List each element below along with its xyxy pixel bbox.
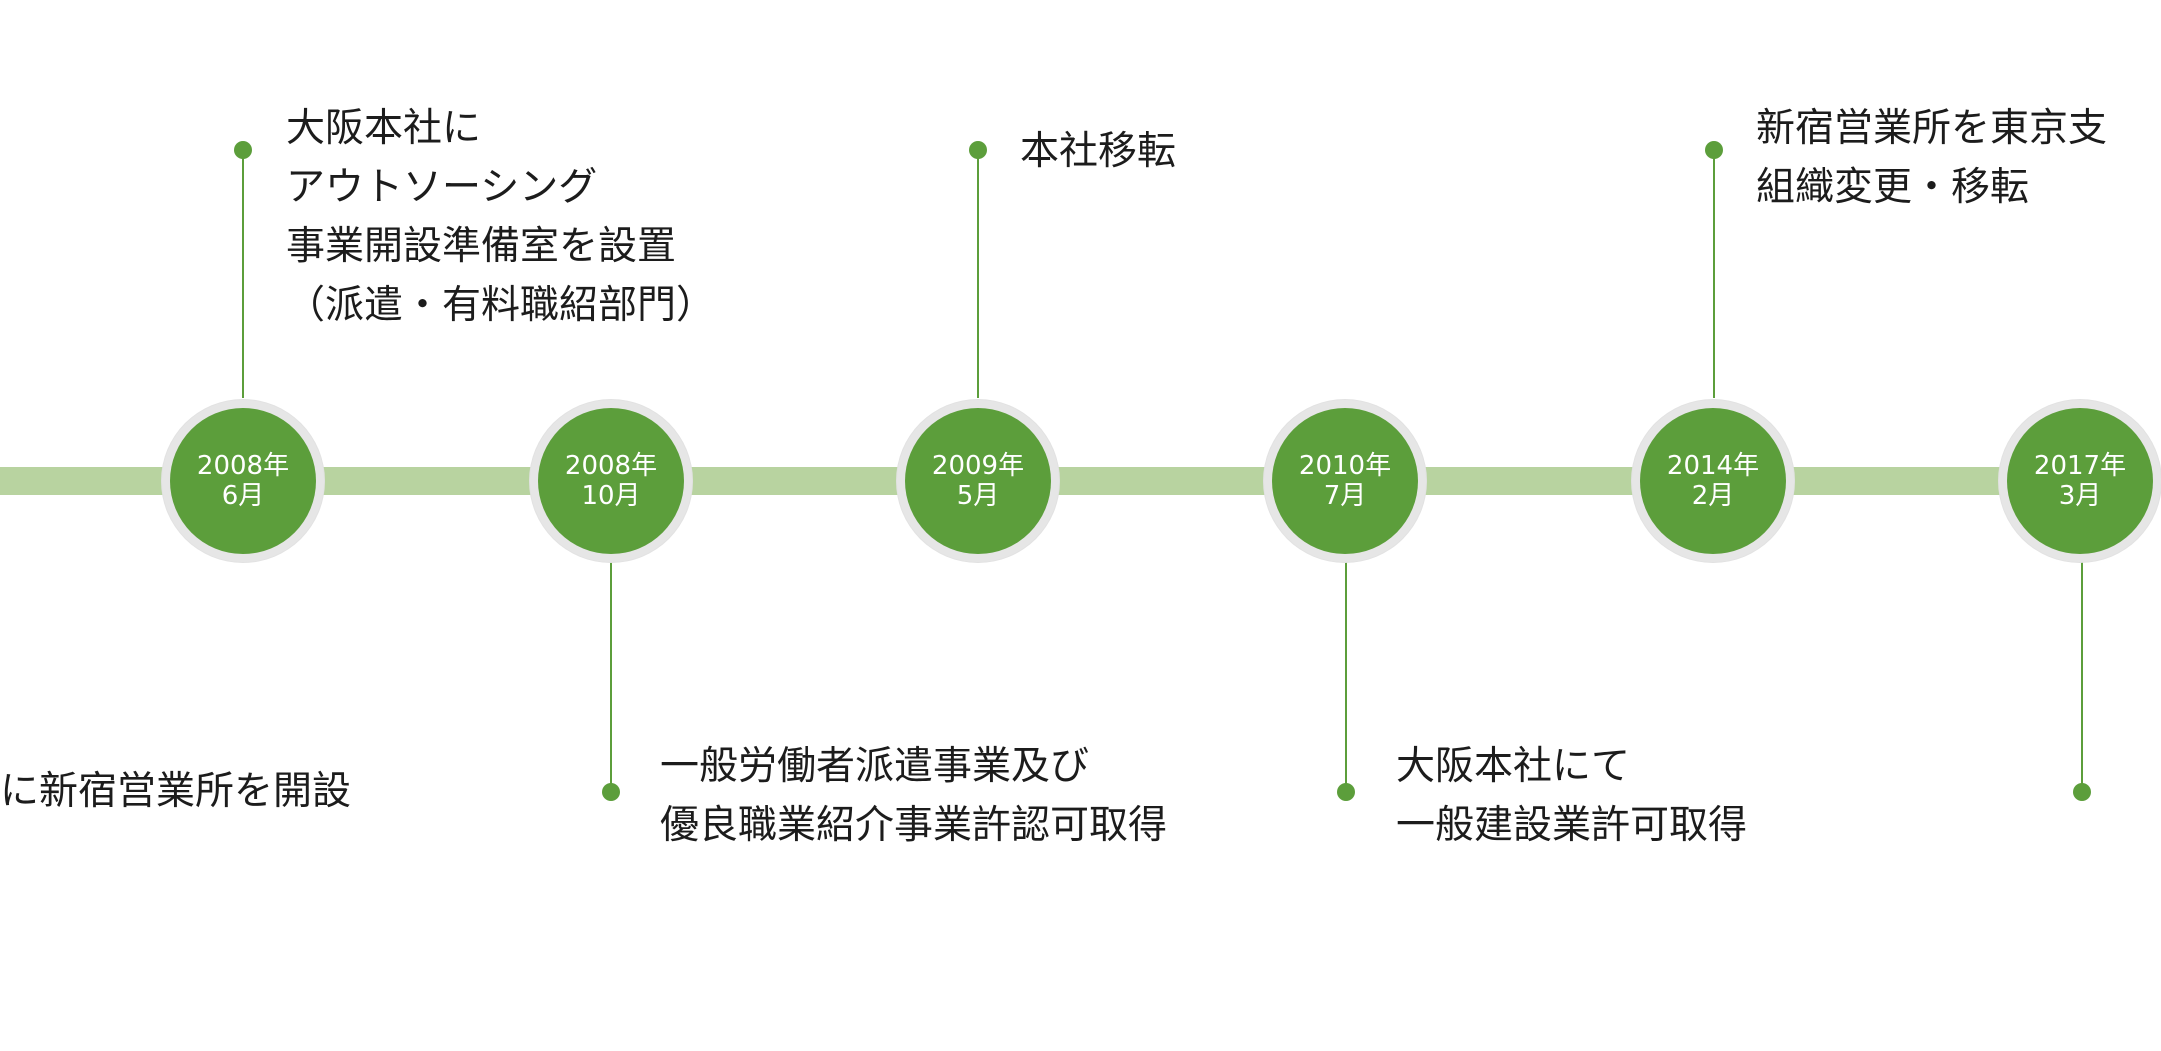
milestone-node: 2008年 6月	[162, 400, 324, 562]
milestone-event-text: 本社移転	[1020, 122, 1176, 181]
milestone-connector	[2081, 560, 2083, 792]
milestone-month: 10月	[581, 481, 641, 511]
milestone-month: 5月	[956, 481, 1000, 511]
event-line: 本社移転	[1020, 129, 1177, 174]
milestone-year: 2014年	[1666, 451, 1760, 481]
left-event-fragment: に新宿営業所を開設	[0, 762, 351, 821]
milestone-dot	[1337, 783, 1355, 801]
milestone-node: 2009年 5月	[897, 400, 1059, 562]
milestone-year: 2010年	[1298, 451, 1392, 481]
milestone-month: 3月	[2058, 481, 2102, 511]
milestone-month: 2月	[1691, 481, 1735, 511]
milestone-dot	[602, 783, 620, 801]
event-line: 優良職業紹介事業許認可取得	[660, 803, 1168, 848]
milestone-connector	[610, 560, 612, 792]
event-line: 大阪本社に	[286, 106, 482, 151]
event-line: 新宿営業所を東京支	[1756, 106, 2108, 151]
milestone-event-text: 新宿営業所を東京支 組織変更・移転	[1756, 99, 2107, 217]
milestone-year: 2008年	[564, 451, 658, 481]
milestone-event-text: 大阪本社に アウトソーシング 事業開設準備室を設置 （派遣・有料職紹部門）	[286, 99, 715, 335]
milestone-node: 2014年 2月	[1632, 400, 1794, 562]
milestone-month: 6月	[221, 481, 265, 511]
event-line: に新宿営業所を開設	[0, 769, 352, 814]
milestone-connector	[977, 150, 979, 398]
milestone-year: 2008年	[196, 451, 290, 481]
milestone-event-text: 大阪本社にて 一般建設業許可取得	[1396, 737, 1747, 855]
event-line: 大阪本社にて	[1396, 744, 1631, 789]
milestone-dot	[2073, 783, 2091, 801]
milestone-year: 2009年	[931, 451, 1025, 481]
event-line: アウトソーシング	[286, 165, 598, 210]
milestone-year: 2017年	[2033, 451, 2127, 481]
milestone-node: 2017年 3月	[1999, 400, 2161, 562]
milestone-node: 2008年 10月	[530, 400, 692, 562]
event-line: 組織変更・移転	[1756, 165, 2030, 210]
event-line: 一般建設業許可取得	[1396, 803, 1748, 848]
event-line: （派遣・有料職紹部門）	[286, 283, 716, 328]
milestone-connector	[1713, 150, 1715, 398]
event-line: 事業開設準備室を設置	[286, 224, 677, 269]
milestone-connector	[1345, 560, 1347, 792]
milestone-node: 2010年 7月	[1264, 400, 1426, 562]
event-line: 一般労働者派遣事業及び	[660, 744, 1090, 789]
milestone-month: 7月	[1323, 481, 1367, 511]
milestone-connector	[242, 150, 244, 398]
milestone-event-text: 一般労働者派遣事業及び 優良職業紹介事業許認可取得	[660, 737, 1167, 855]
